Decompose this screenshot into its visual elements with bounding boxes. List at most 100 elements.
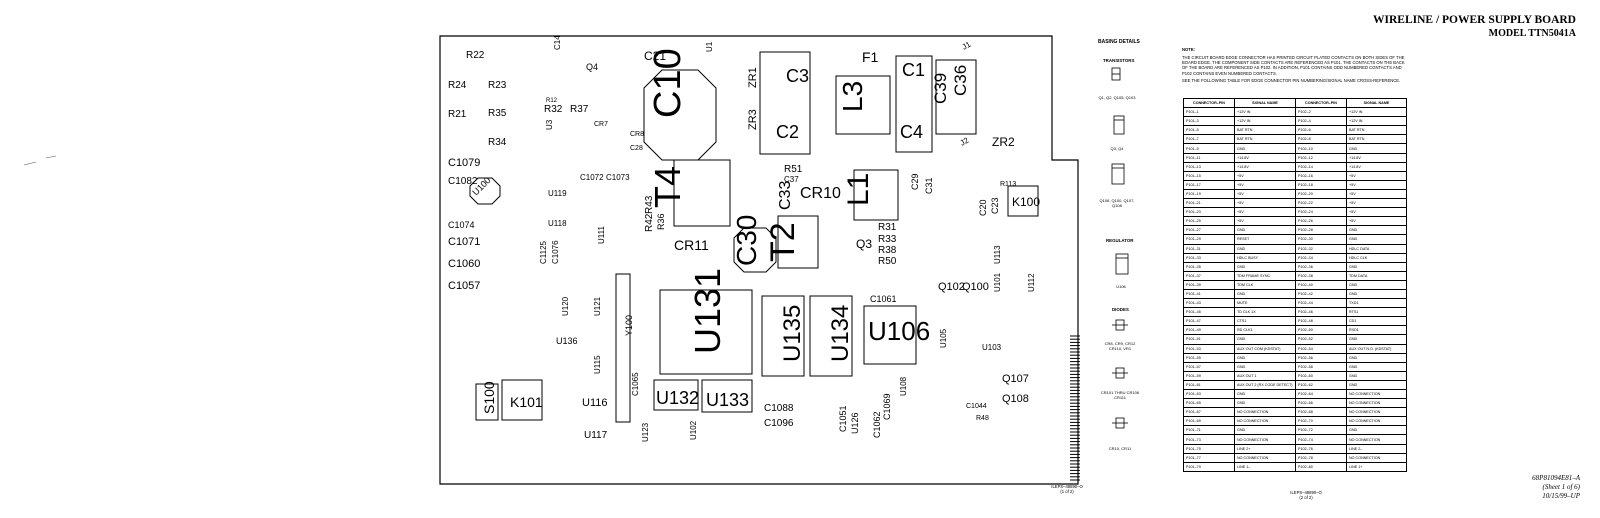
table-cell: NO CONNECTION: [1234, 452, 1296, 463]
table-cell: P101–33: [1183, 252, 1235, 263]
component-label-c1044: C1044: [966, 403, 987, 410]
revision-date: 10/15/99–UP: [1542, 492, 1580, 500]
table-cell: P101–57: [1183, 361, 1235, 372]
component-label-u121: U121: [593, 296, 602, 316]
component-label-k100: K100: [1012, 195, 1040, 209]
component-label-c1061: C1061: [870, 294, 897, 304]
component-label-c21: C21: [644, 49, 666, 63]
table-cell: BAT RTN: [1346, 134, 1407, 145]
table-cell: GND: [1346, 379, 1407, 391]
u106-outline: [863, 305, 917, 365]
component-label-c1076: C1076: [551, 240, 560, 264]
table-cell: +5V: [1346, 179, 1407, 190]
component-label-c1074: C1074: [448, 220, 475, 230]
component-label-k101: K101: [510, 394, 543, 410]
k100-outline: [1007, 185, 1039, 217]
transistor-caption-2: Q3, Q4: [1110, 146, 1124, 151]
component-label-q100: Q100: [962, 281, 989, 293]
table-cell: AUX OUT N.O. (KDSTAT): [1346, 343, 1407, 354]
table-cell: P101–35: [1183, 261, 1235, 272]
component-label-c1096: C1096: [764, 418, 794, 429]
component-label-u120: U120: [561, 296, 570, 316]
table-cell: NO CONNECTION: [1234, 434, 1296, 445]
transistor-caption-3: Q106, Q100, Q107, Q108: [1099, 198, 1135, 208]
table-cell: GND: [1346, 334, 1407, 345]
component-label-r33: R33: [878, 234, 897, 245]
table-cell: GND: [1234, 243, 1296, 254]
table-cell: P101–75: [1183, 443, 1235, 454]
table-cell: P102–42: [1295, 288, 1347, 300]
component-label-c1060: C1060: [448, 258, 480, 270]
component-label-c4: C4: [900, 122, 923, 142]
component-label-j2: J2: [959, 135, 971, 147]
component-label-r23: R23: [488, 80, 507, 91]
component-label-u136: U136: [556, 336, 578, 346]
component-label-q4: Q4: [586, 62, 598, 72]
table-cell: P101–11: [1183, 152, 1235, 163]
table-cell: TXD1: [1346, 298, 1407, 309]
table-cell: NO CONNECTION: [1346, 407, 1407, 418]
table-cell: P102–74: [1295, 434, 1347, 445]
table-cell: GND: [1346, 261, 1407, 272]
table-cell: P101–63: [1183, 388, 1235, 400]
component-label-u134: U134: [827, 305, 854, 362]
table-header-row: CONNECTOR–PIN SIGNAL NAME CONNECTOR–PIN …: [1183, 97, 1407, 109]
table-cell: P102–70: [1295, 416, 1347, 427]
table-cell: TD CLK 1X: [1234, 307, 1296, 318]
component-label-c1: C1: [902, 60, 925, 80]
u132-outline: [653, 379, 699, 411]
table-cell: P101–59: [1183, 370, 1235, 381]
table-cell: BAT RTN: [1346, 125, 1407, 136]
table-cell: GND: [1346, 352, 1407, 363]
component-label-c1073: C1073: [606, 173, 630, 182]
table-cell: GND: [1234, 334, 1296, 345]
table-cell: P101–53: [1183, 343, 1235, 354]
component-label-s100: S100: [481, 381, 497, 414]
table-cell: LINE 1–: [1234, 461, 1296, 472]
table-cell: GND: [1346, 234, 1407, 245]
diode-caption-3: CR10, CR11: [1108, 446, 1132, 451]
table-cell: +14.8V: [1234, 152, 1296, 163]
component-label-u119: U119: [548, 189, 567, 198]
table-cell: NO CONNECTION: [1234, 416, 1296, 427]
table-cell: P101–25: [1183, 216, 1235, 227]
component-label-r31: R31: [878, 222, 897, 233]
table-cell: +5V: [1346, 216, 1407, 227]
component-label-c2: C2: [776, 122, 799, 142]
table-cell: +14.8V: [1346, 152, 1407, 163]
table-cell: LINE 2+: [1234, 443, 1296, 454]
table-cell: P102–4: [1295, 116, 1347, 127]
table-cell: P102–40: [1295, 279, 1347, 290]
table-reference: ILEPS–48890–O (2 of 2): [1290, 490, 1322, 500]
table-cell: P101–37: [1183, 270, 1235, 281]
table-cell: P102–8: [1295, 134, 1347, 145]
table-cell: P102–80: [1295, 461, 1347, 472]
table-cell: P102–60: [1295, 370, 1347, 381]
component-label-r51: R51: [784, 164, 803, 175]
component-label-c31: C31: [924, 177, 934, 194]
table-cell: P101–17: [1183, 179, 1235, 190]
component-label-r34: R34: [488, 137, 507, 148]
component-label-u102: U102: [689, 420, 698, 440]
table-cell: HDLC BUSY: [1234, 252, 1296, 263]
table-cell: NO CONNECTION: [1346, 398, 1407, 409]
component-label-c20: C20: [978, 199, 988, 216]
diode-caption-1: CR8, CR9, CR12 CR110, VR1: [1104, 341, 1136, 351]
table-cell: GND: [1234, 361, 1296, 372]
t4-outline: [673, 159, 731, 227]
l1-outline: [853, 169, 899, 221]
table-cell: GND: [1234, 261, 1296, 272]
note-text-1: THE CIRCUIT BOARD EDGE CONNECTOR HAS PRI…: [1182, 55, 1405, 76]
table-cell: P101–67: [1183, 407, 1235, 418]
table-cell: AUX OUT 2 (RX CODE DETECT): [1234, 379, 1296, 391]
